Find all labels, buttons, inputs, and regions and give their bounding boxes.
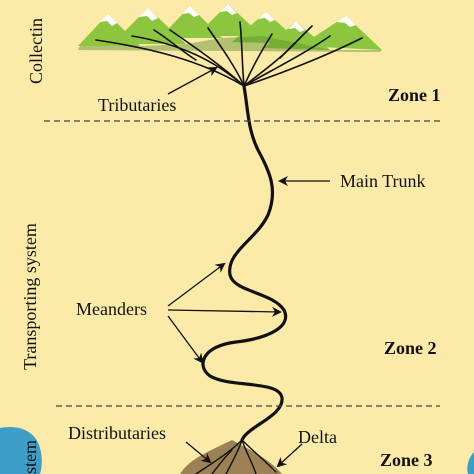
collecting-system-label: Collectin	[26, 18, 46, 84]
sea-right-icon	[467, 452, 474, 474]
tributaries-label: Tributaries	[98, 95, 176, 115]
tributary-10	[153, 29, 197, 61]
tributary-8	[243, 35, 331, 87]
tributaries-arrow	[167, 67, 218, 95]
meanders-arrow-2	[167, 306, 282, 317]
snowcap-1	[100, 14, 117, 26]
mountain-shade	[78, 36, 382, 52]
river-icon	[95, 21, 363, 442]
snowcap-5	[258, 12, 275, 22]
distributaries-icon	[195, 439, 277, 474]
snowcap-3	[182, 6, 199, 17]
meanders-label: Meanders	[76, 299, 147, 319]
meanders-arrow-1	[167, 262, 226, 307]
zone-3-label: Zone 3	[380, 450, 433, 470]
tributary-6	[243, 33, 273, 87]
delta-label: Delta	[298, 427, 337, 447]
tributary-1	[95, 39, 245, 87]
meanders-arrow-3	[167, 315, 204, 364]
distributary-4	[241, 439, 277, 473]
transporting-system-label: Transporting system	[20, 223, 40, 370]
tributary-9	[243, 37, 363, 87]
snowcap-7	[337, 16, 356, 27]
tributary-5	[239, 21, 245, 87]
distributaries-arrow	[185, 441, 212, 464]
distributary-2	[225, 439, 243, 474]
snowcap-4	[220, 4, 237, 15]
snowcap-6	[288, 22, 305, 32]
zone-2-label: Zone 2	[384, 338, 437, 358]
main-trunk-label: Main Trunk	[340, 171, 426, 191]
tributary-4	[207, 27, 245, 87]
callout-arrows	[167, 67, 330, 468]
distributaries-label: Distributaries	[68, 423, 166, 443]
mountain-4	[196, 4, 262, 36]
main-river	[201, 84, 288, 442]
delta-arrow	[276, 443, 303, 468]
sea-left-icon	[0, 426, 42, 474]
snowcap-2	[139, 8, 158, 21]
dispersing-system-label: stem	[20, 440, 40, 474]
distributary-1	[195, 439, 243, 474]
zone-1-label: Zone 1	[388, 85, 441, 105]
delta-fan-icon	[180, 440, 282, 474]
tributary-11	[279, 25, 313, 59]
distributary-5	[211, 449, 233, 474]
distributary-3	[241, 439, 257, 474]
tributary-3	[169, 29, 245, 87]
